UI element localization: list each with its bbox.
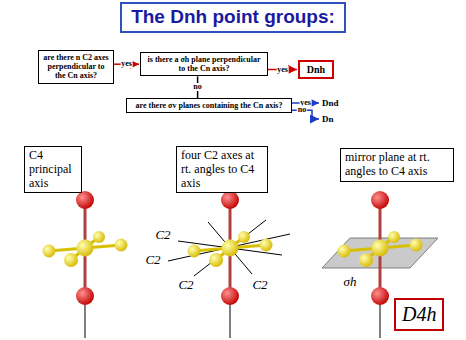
octahedral-molecule xyxy=(338,191,423,305)
axis-label: C2 xyxy=(178,278,193,291)
node-text: Dnd xyxy=(322,98,339,108)
edge-label: no xyxy=(192,83,202,91)
question-box: are there σv planes containing the Cn ax… xyxy=(126,98,292,113)
node-text: Dn xyxy=(322,114,334,124)
node-text: mirror plane at rt. angles to C4 axis xyxy=(345,151,449,179)
axis-label: C2 xyxy=(252,278,267,291)
result-text: Dnd xyxy=(320,98,341,108)
callout-box: C4 principal axis xyxy=(24,146,82,193)
node-text: are there n C2 axes perpendicular to the… xyxy=(42,53,110,81)
node-text: are there σv planes containing the Cn ax… xyxy=(130,101,288,110)
result-box: Dnh xyxy=(298,60,334,79)
node-text: C4 principal axis xyxy=(29,149,77,190)
axis-label: C2 xyxy=(155,228,170,241)
point-group-box: D4h xyxy=(394,298,444,331)
axis-label: σh xyxy=(344,275,357,288)
node-text: D4h xyxy=(402,303,436,326)
node-text: is there a σh plane perpendicular to the… xyxy=(144,55,264,73)
edge-label: no xyxy=(297,106,307,114)
question-box: are there n C2 axes perpendicular to the… xyxy=(38,50,114,84)
node-text: four C2 axes at rt. angles to C4 axis xyxy=(181,149,263,190)
axis-label: C2 xyxy=(145,253,160,266)
question-box: is there a σh plane perpendicular to the… xyxy=(140,52,268,76)
callout-box: mirror plane at rt. angles to C4 axis xyxy=(340,148,454,182)
node-text: Dnh xyxy=(302,64,330,75)
edge-label: yes xyxy=(120,60,133,68)
edge-label: yes xyxy=(276,66,289,74)
title: The Dnh point groups: xyxy=(120,2,346,33)
octahedral-molecule xyxy=(188,191,273,305)
octahedral-molecule xyxy=(43,191,128,305)
result-text: Dn xyxy=(320,114,336,124)
callout-box: four C2 axes at rt. angles to C4 axis xyxy=(176,146,268,193)
